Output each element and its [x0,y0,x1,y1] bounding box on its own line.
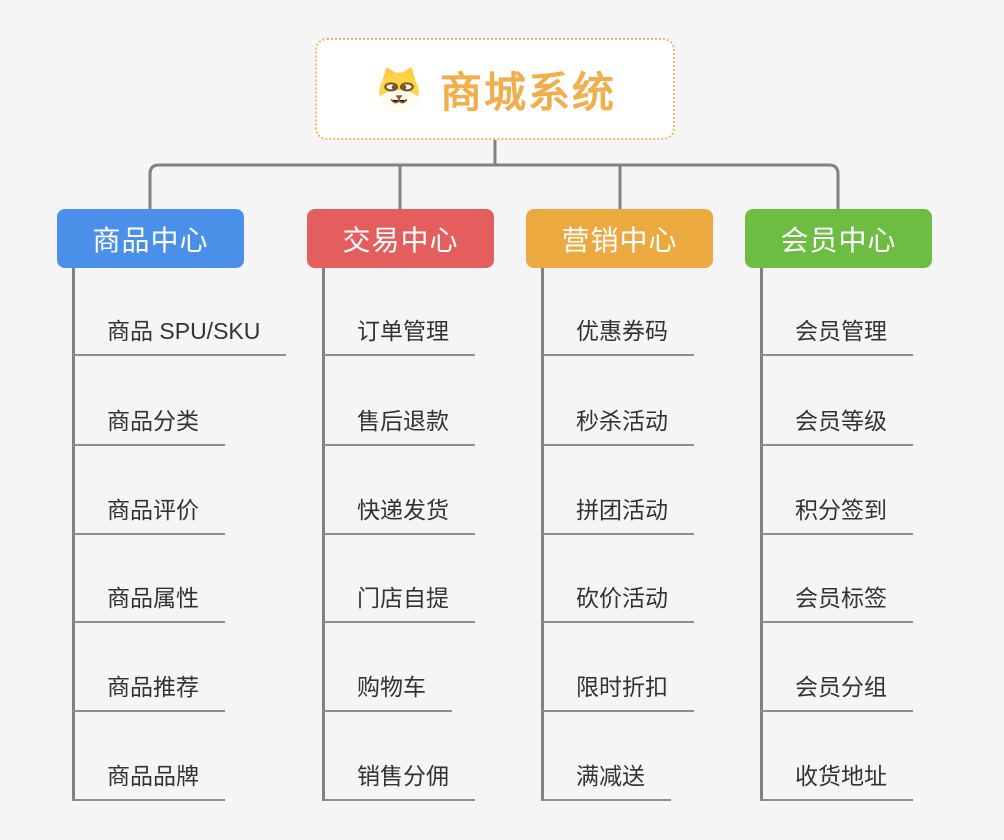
subtopic[interactable]: 积分签到 [761,496,913,535]
branch-topic-goods-center[interactable]: 商品中心 [57,209,244,268]
subtopic[interactable]: 商品品牌 [73,762,225,801]
subtopic[interactable]: 商品分类 [73,407,225,446]
branch-topic-marketing-center[interactable]: 营销中心 [526,209,713,268]
root-topic-label: 商城系统 [439,68,616,116]
subtopic[interactable]: 收货地址 [761,762,913,801]
subtopic[interactable]: 商品评价 [73,496,225,535]
branch-topic-member-center[interactable]: 会员中心 [745,209,932,268]
subtopic[interactable]: 购物车 [323,673,452,712]
subtopic[interactable]: 满减送 [542,762,671,801]
subtopic[interactable]: 砍价活动 [542,584,694,623]
subtopic[interactable]: 订单管理 [323,317,475,356]
subtopic[interactable]: 售后退款 [323,407,475,446]
subtopic[interactable]: 会员标签 [761,584,913,623]
subtopic[interactable]: 商品属性 [73,584,225,623]
branch-topic-label: 商品中心 [92,224,209,256]
root-topic[interactable]: 商城系统 [315,38,675,140]
subtopic[interactable]: 会员等级 [761,407,913,446]
subtopic[interactable]: 门店自提 [323,584,475,623]
subtopic[interactable]: 会员管理 [761,317,913,356]
branch-topic-label: 会员中心 [780,224,897,256]
subtopic[interactable]: 会员分组 [761,673,913,712]
branch-topic-label: 营销中心 [561,224,678,256]
subtopic[interactable]: 销售分佣 [323,762,475,801]
subtopic[interactable]: 商品 SPU/SKU [73,317,287,356]
subtopic[interactable]: 拼团活动 [542,496,694,535]
subtopic[interactable]: 限时折扣 [542,673,694,712]
branch-topic-label: 交易中心 [342,224,459,256]
subtopic[interactable]: 秒杀活动 [542,407,694,446]
branch-bus-line [148,163,840,210]
subtopic[interactable]: 商品推荐 [73,673,225,712]
subtopic[interactable]: 优惠券码 [542,317,694,356]
shiba-dog-icon [379,67,419,112]
branch-topic-trade-center[interactable]: 交易中心 [307,209,494,268]
subtopic[interactable]: 快递发货 [323,496,475,535]
